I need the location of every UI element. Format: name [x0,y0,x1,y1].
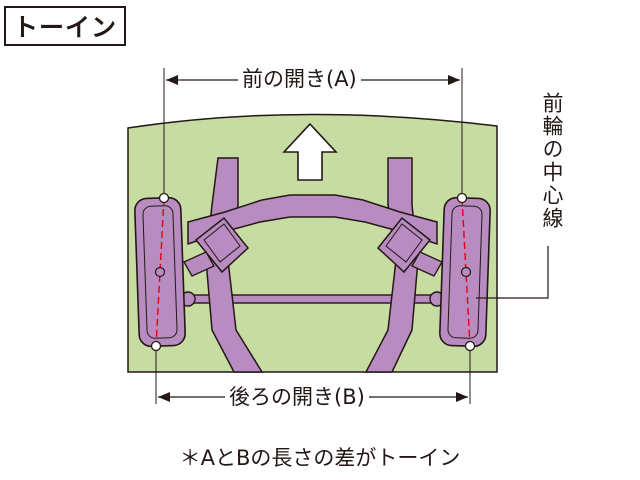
rear-right-measure-point [464,340,476,352]
centerline-leader [476,246,549,299]
front-right-measure-point [456,192,468,204]
left-knuckle [183,216,250,277]
rear-left-measure-point [150,340,162,352]
front-left-measure-point [158,192,170,204]
right-wheel-centerline [461,197,471,347]
right-hub-marker [460,266,472,278]
front-opening-label: 前の開き(A) [238,66,361,92]
right-knuckle [376,216,443,277]
forward-arrow-icon [282,122,338,181]
left-wheel-centerline [155,197,165,347]
axle-arch [187,194,438,246]
left-hub-marker [154,266,166,278]
wheel-centerline-label: 前輪の中心線 [526,92,566,230]
page-title: トーイン [4,6,126,46]
rear-opening-label: 後ろの開き(B) [225,384,369,410]
footnote: ＊AとBの長さの差がトーイン [179,446,461,470]
